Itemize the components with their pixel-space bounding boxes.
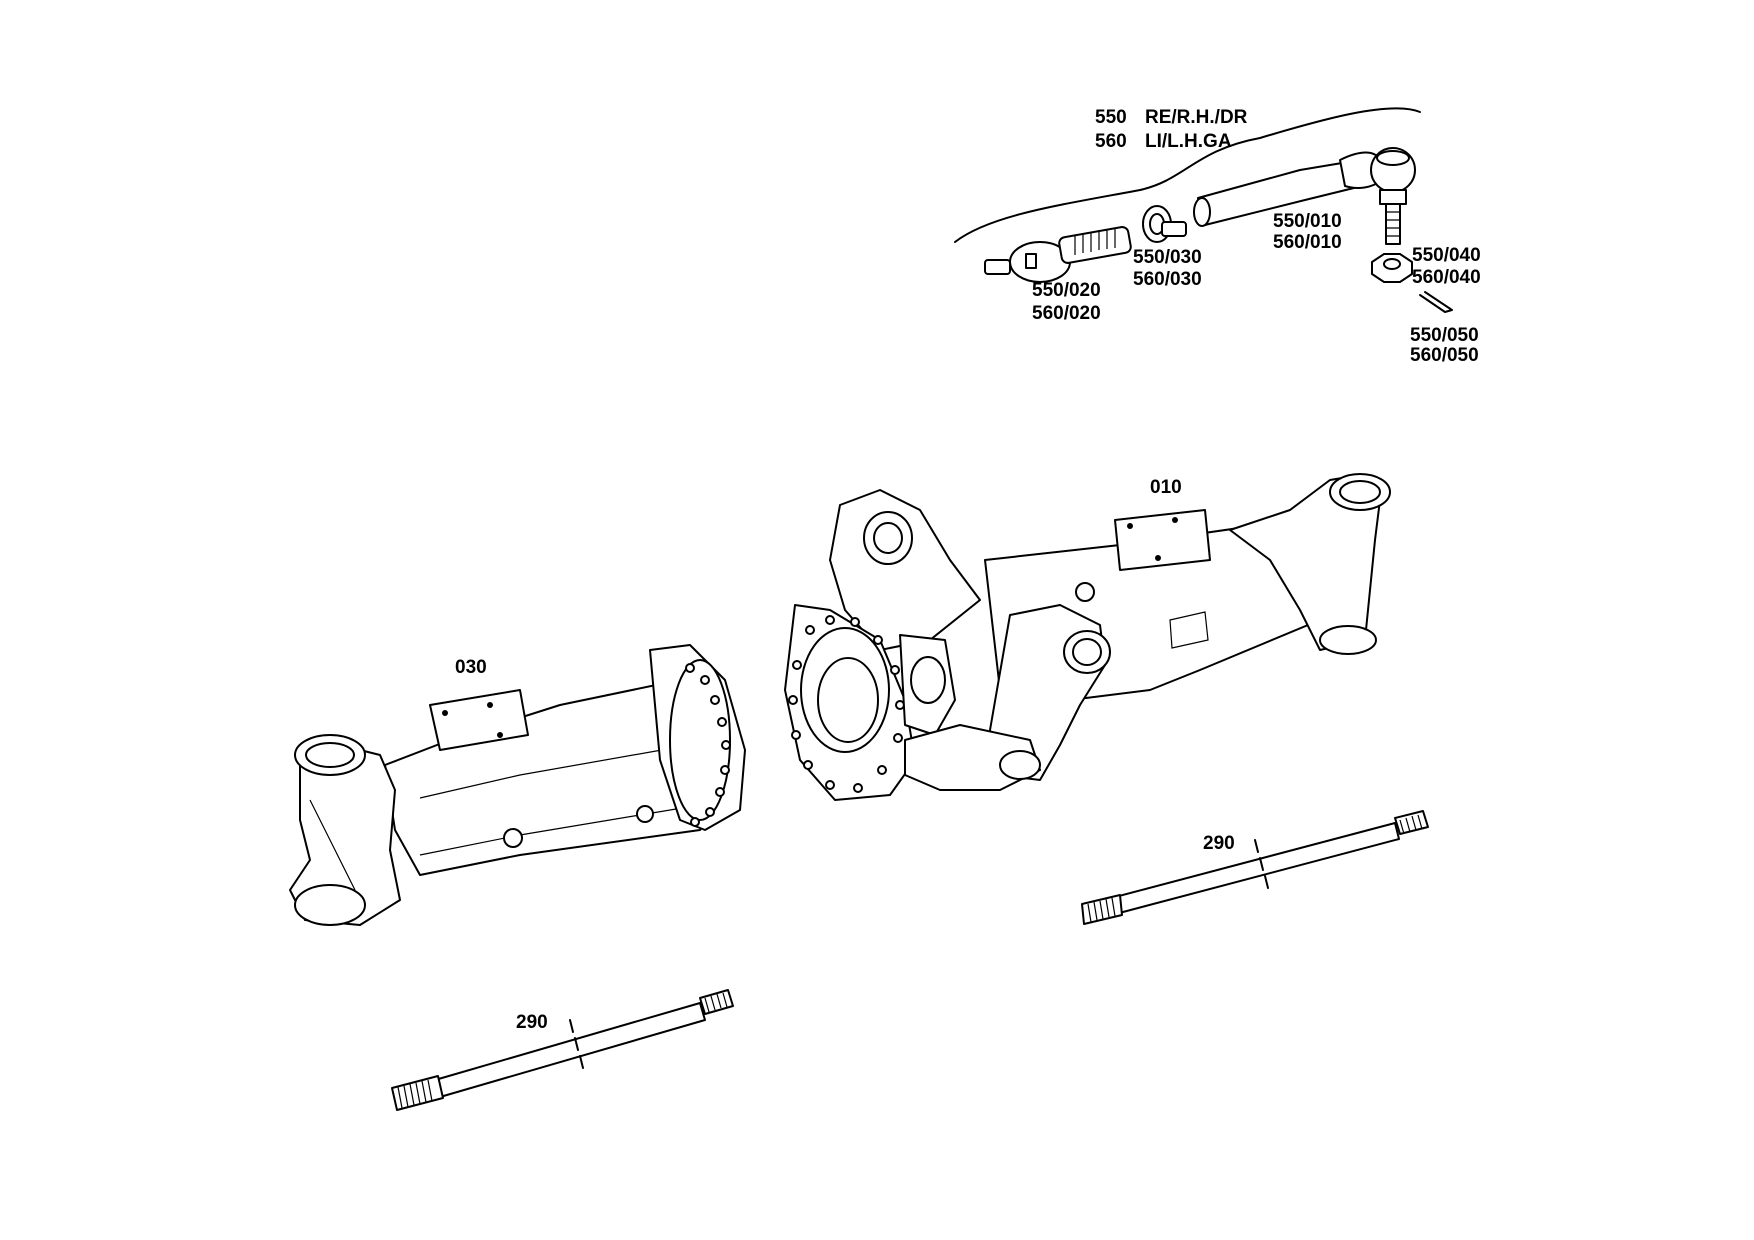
clamp-collar: [1142, 205, 1187, 243]
callout-290-right: 290: [1203, 833, 1235, 854]
inner-tie-rod-joint: [984, 226, 1132, 283]
axle-housing-030: [289, 644, 746, 926]
header-row2-text: LI/L.H.GA: [1145, 131, 1232, 152]
callout-560-040: 560/040: [1412, 267, 1481, 288]
cotter-pin: [1419, 291, 1453, 313]
tie-rod-end: [1193, 147, 1416, 245]
callout-560-050: 560/050: [1410, 345, 1479, 366]
callout-560-020: 560/020: [1032, 303, 1101, 324]
castle-nut: [1371, 253, 1413, 283]
callout-550-040: 550/040: [1412, 245, 1481, 266]
drive-shaft-290-right: [1081, 810, 1429, 925]
flange-bolt-holes-030: [685, 663, 731, 827]
callout-550-050: 550/050: [1410, 325, 1479, 346]
callout-550-030: 550/030: [1133, 247, 1202, 268]
header-row1-text: RE/R.H./DR: [1145, 107, 1248, 128]
callout-290-left: 290: [516, 1012, 548, 1033]
callout-550-020: 550/020: [1032, 280, 1101, 301]
drive-shaft-290-left: [391, 989, 734, 1111]
callout-010: 010: [1150, 477, 1182, 498]
callout-560-030: 560/030: [1133, 269, 1202, 290]
callout-030: 030: [455, 657, 487, 678]
group-bracket-line: [954, 107, 1421, 243]
callout-550-010: 550/010: [1273, 211, 1342, 232]
axle-housing-010: [784, 473, 1391, 801]
header-row1-number: 550: [1095, 107, 1127, 128]
header-row2-number: 560: [1095, 131, 1127, 152]
callout-560-010: 560/010: [1273, 232, 1342, 253]
